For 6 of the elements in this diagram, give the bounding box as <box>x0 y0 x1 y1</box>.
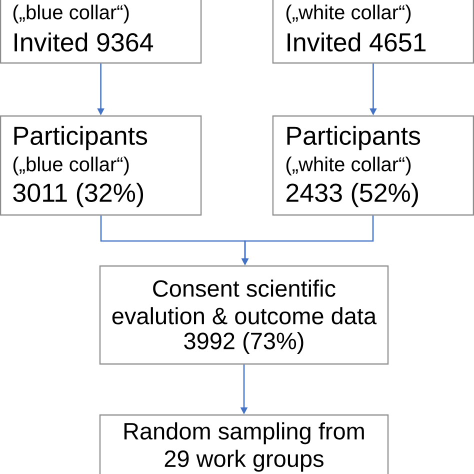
process-box: Random sampling from 29 work groups <box>99 414 389 474</box>
process-box: Consent scientific evalution & outcome data 3992 (73%) <box>99 265 389 365</box>
process-box: Participants („white collar“) 2433 (52%) <box>272 115 474 216</box>
process-box: („white collar“) Invited 4651 <box>272 0 474 64</box>
process-box: Participants („blue collar“) 3011 (32%) <box>0 115 202 216</box>
process-box: („blue collar“) Invited 9364 <box>0 0 202 64</box>
